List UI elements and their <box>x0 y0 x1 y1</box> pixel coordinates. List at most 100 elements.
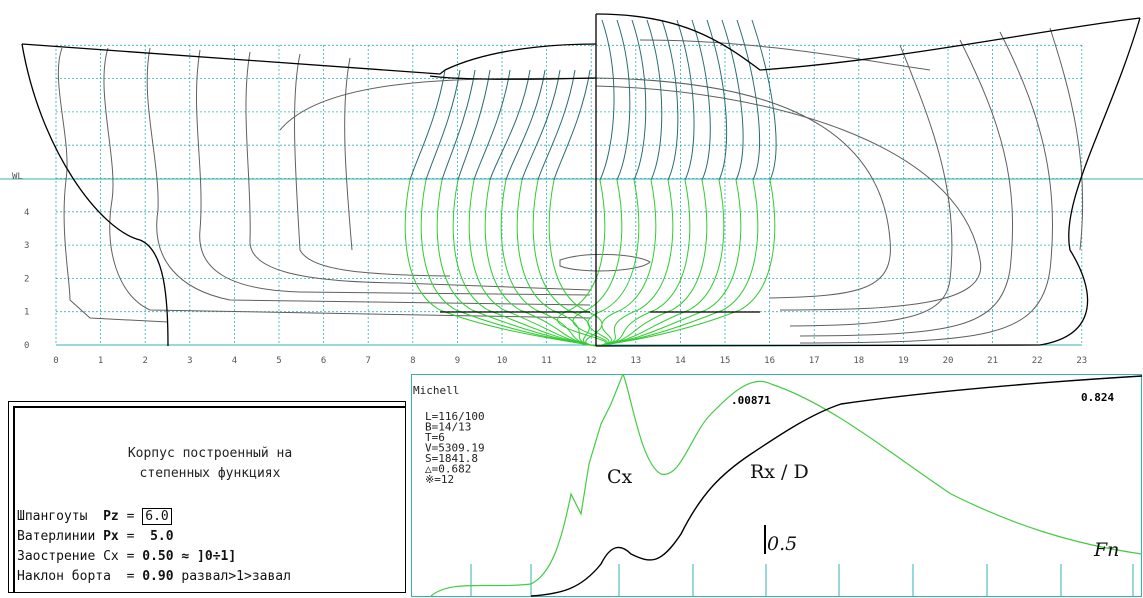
waterline-curve <box>799 31 1054 344</box>
wl-tick-label: 2 <box>24 274 29 284</box>
graph-param-line: T=6 <box>425 431 445 444</box>
frame-curve-upper <box>521 69 561 181</box>
waterline-curve <box>559 253 651 272</box>
x-tick-label: 2 <box>142 356 147 366</box>
frame-curve-upper <box>661 19 679 181</box>
frame-curve-lower <box>595 179 691 347</box>
frame-curve-lower <box>516 179 597 347</box>
x-tick-label: 12 <box>586 356 597 366</box>
graph-frame <box>411 374 1142 597</box>
frames-row: Шпангоуты Pz = 6.0 <box>17 508 172 525</box>
frame-curve-upper <box>473 69 511 181</box>
x-tick-label: 7 <box>365 356 370 366</box>
wl-tick-label: 1 <box>24 308 29 318</box>
waterline-curve <box>245 51 591 291</box>
sharpening-label: Заострение <box>17 549 96 564</box>
frame-curve-upper <box>646 19 663 181</box>
x-tick-label: 11 <box>541 356 552 366</box>
frame-curve-upper <box>409 69 446 181</box>
x-tick-label: 13 <box>630 356 641 366</box>
graph-param-line: V=5309.19 <box>425 442 485 455</box>
x-tick-label: 19 <box>898 356 909 366</box>
sharpening-row: Заострение Cx = 0.50 ≈ ]0÷1] <box>17 549 237 564</box>
waterline-curve <box>639 39 931 71</box>
frame-curve-lower <box>595 179 674 347</box>
x-tick-label: 9 <box>455 356 460 366</box>
x-tick-label: 15 <box>720 356 731 366</box>
frame-curve-upper <box>505 69 546 181</box>
waterline-curves <box>57 27 1084 344</box>
frame-curve-upper <box>616 19 631 181</box>
frame-curve-lower <box>404 179 597 347</box>
x-tick-label: 0 <box>53 356 58 366</box>
waterlines-value[interactable]: 5.0 <box>150 529 174 544</box>
frame-curve-upper <box>489 69 531 181</box>
frames-param: Pz <box>103 509 119 524</box>
method-label: Michell <box>413 384 459 397</box>
frames-label: Шпангоуты <box>17 509 88 524</box>
frame-curve-upper <box>691 19 711 181</box>
frame-curve-upper <box>537 69 576 181</box>
hull-outline-line <box>21 43 169 347</box>
hull-outline-line <box>595 17 1141 347</box>
graph-param-line: ※=12 <box>425 473 454 486</box>
frame-curve-upper <box>676 19 695 181</box>
waterline-curve <box>146 47 591 306</box>
waterline-curve <box>279 77 597 131</box>
sharpening-value[interactable]: 0.50 <box>142 549 174 564</box>
x-tick-label: 5 <box>276 356 281 366</box>
frame-curve-upper <box>553 69 591 181</box>
slope-value[interactable]: 0.90 <box>142 569 174 584</box>
x-tick-label: 4 <box>232 356 237 366</box>
frame-curve-lower <box>420 179 597 347</box>
info-panel: Корпус построенный на степенных функциях… <box>8 401 406 593</box>
sharpening-range: ≈ ]0÷1] <box>181 549 237 564</box>
frame-curve-lower <box>595 179 708 347</box>
frame-curve-lower <box>595 179 776 347</box>
cx-label: Cx <box>607 466 633 488</box>
wl-tick-label: 4 <box>24 208 29 218</box>
wl-tick-label: 3 <box>24 241 29 251</box>
frame-curve-lower <box>532 179 597 347</box>
frame-curve-lower <box>595 179 759 347</box>
frame-curve-lower <box>572 179 623 347</box>
max-rx-value: 0.824 <box>1081 391 1114 404</box>
x-tick-label: 14 <box>675 356 686 366</box>
x-tick-label: 6 <box>321 356 326 366</box>
graph-param-line: S=1841.8 <box>425 452 478 465</box>
waterline-curve <box>103 47 591 319</box>
frame-curve-lower <box>484 179 597 347</box>
x-tick-label: 3 <box>187 356 192 366</box>
waterline-curve <box>294 53 451 277</box>
frame-curve-lower <box>595 179 657 347</box>
waterline-curve <box>57 47 169 323</box>
x-tick-label: 10 <box>497 356 508 366</box>
slope-note: развал>1>завал <box>181 569 291 584</box>
fn-half-label: 0.5 <box>767 533 797 555</box>
waterline-curve <box>799 39 1014 337</box>
frame-curve-upper <box>631 19 647 181</box>
x-tick-label: 17 <box>809 356 820 366</box>
waterline-curve <box>595 85 982 311</box>
frame-curve-upper <box>599 19 615 181</box>
waterlines-label: Ватерлинии <box>17 529 96 544</box>
frame-curve-upper <box>425 69 461 181</box>
hull-outline-line <box>595 13 1141 71</box>
frame-curve-lower <box>587 179 640 347</box>
x-tick-label: 21 <box>987 356 998 366</box>
frames-value-input[interactable]: 6.0 <box>142 508 172 525</box>
resistance-graph: Michell L=116/100B=14/13T=6V=5309.19S=18… <box>411 374 1142 597</box>
frame-curve-lower <box>595 179 725 347</box>
frame-curve-upper <box>457 69 491 181</box>
panel-title-line2: степенных функциях <box>139 466 281 481</box>
x-tick-label: 16 <box>764 356 775 366</box>
frame-curve-lower <box>468 179 597 347</box>
waterline-curve <box>196 49 591 296</box>
wl-axis-label: WL <box>12 172 23 182</box>
fn-axis-ticks <box>470 564 1134 596</box>
hull-outline-line <box>21 43 597 75</box>
frame-curve-lower <box>595 179 742 347</box>
